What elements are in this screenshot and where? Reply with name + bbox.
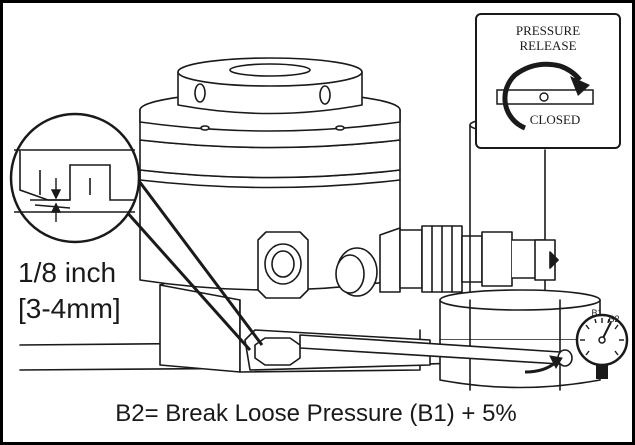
pressure-release-label-line1: PRESSURE	[516, 23, 580, 38]
gauge-label-b2: B2	[608, 314, 619, 324]
gap-size-label-line2: [3-4mm]	[18, 293, 121, 324]
pressure-gauge-icon	[575, 313, 629, 379]
gap-detail-inset	[9, 112, 141, 244]
pressure-release-inset	[475, 13, 621, 149]
callout-lines	[123, 164, 264, 351]
caption: B2= Break Loose Pressure (B1) + 5%	[115, 400, 517, 427]
wrench-rotation-arrow	[524, 355, 563, 374]
gap-size-label-line1: 1/8 inch	[18, 257, 116, 288]
closed-label: CLOSED	[530, 112, 581, 127]
release-rotation-arrow	[502, 61, 582, 131]
gauge-label-b1: B1	[591, 308, 602, 318]
pressure-release-label-line2: RELEASE	[519, 38, 576, 53]
machine-illustration	[19, 57, 621, 391]
